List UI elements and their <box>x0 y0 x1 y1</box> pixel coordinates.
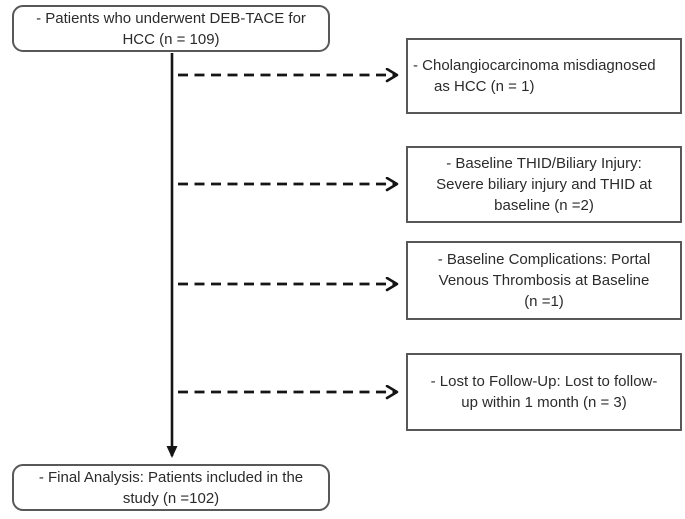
node-exclusion-2: - Baseline THID/Biliary Injury: Severe bi… <box>406 146 682 223</box>
text-line: baseline (n =2) <box>494 197 594 214</box>
text-line: (n =1) <box>524 293 564 310</box>
node-final: - Final Analysis: Patients included in t… <box>12 464 330 511</box>
node-final-text: - Final Analysis: Patients included in t… <box>14 467 328 509</box>
node-exclusion-2-text: - Baseline THID/Biliary Injury: Severe bi… <box>408 153 680 216</box>
text-line: up within 1 month (n = 3) <box>461 394 627 411</box>
text-line: - Baseline Complications: Portal <box>437 251 651 268</box>
node-exclusion-1-text: - Cholangiocarcinoma misdiagnosed as HCC … <box>408 55 680 97</box>
text-line: - Lost to Follow-Up: Lost to follow- <box>430 373 658 390</box>
text-line: - Cholangiocarcinoma misdiagnosed <box>413 57 656 74</box>
text-line: study (n =102) <box>122 489 220 507</box>
text-line: Severe biliary injury and THID at <box>436 176 652 193</box>
text-line: HCC (n = 109) <box>122 30 220 48</box>
text-line: Venous Thrombosis at Baseline <box>438 272 650 289</box>
text-line: - Patients who underwent DEB-TACE for <box>36 9 306 27</box>
node-exclusion-4: - Lost to Follow-Up: Lost to follow-up w… <box>406 353 682 431</box>
node-exclusion-1: - Cholangiocarcinoma misdiagnosed as HCC … <box>406 38 682 114</box>
text-line: as HCC (n = 1) <box>434 78 535 95</box>
node-exclusion-4-text: - Lost to Follow-Up: Lost to follow-up w… <box>408 371 680 413</box>
text-line: - Final Analysis: Patients included in t… <box>38 468 304 486</box>
text-line: - Baseline THID/Biliary Injury: <box>446 155 642 172</box>
